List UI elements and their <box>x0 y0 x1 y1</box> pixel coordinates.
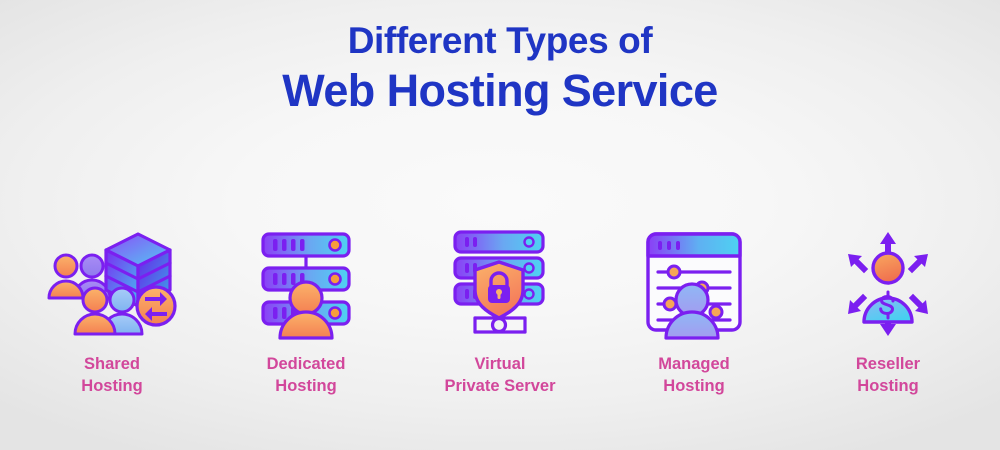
virtual-private-server-icon <box>453 230 545 334</box>
managed-hosting-icon-wrap <box>634 222 754 340</box>
status-led-icon <box>328 238 342 320</box>
shared-hosting-icon <box>47 232 177 336</box>
window-dots-icon <box>658 241 680 250</box>
dedicated-hosting-icon-wrap <box>246 222 366 340</box>
reseller-hosting-icon <box>848 232 928 336</box>
list-item-dedicated-hosting[interactable]: Dedicated Hosting <box>216 222 396 398</box>
shared-hosting-icon-wrap <box>47 222 177 340</box>
title-line-2: Web Hosting Service <box>282 65 718 116</box>
shield-lock-icon <box>473 260 525 320</box>
dedicated-hosting-icon <box>261 232 351 340</box>
dollar-sign-icon <box>879 290 895 320</box>
list-item-label: Dedicated Hosting <box>266 355 346 395</box>
list-item-label: Virtual Private Server <box>444 355 556 395</box>
sync-badge-icon <box>135 285 177 327</box>
list-item-label: Managed Hosting <box>658 355 730 395</box>
page-title: Different Types of Web Hosting Service <box>0 22 1000 113</box>
list-item-virtual-private-server[interactable]: Virtual Private Server <box>410 222 590 398</box>
list-item-label: Shared Hosting <box>81 355 143 395</box>
reseller-hosting-icon-wrap <box>828 222 948 340</box>
list-item-managed-hosting[interactable]: Managed Hosting <box>604 222 784 398</box>
network-node-icon <box>490 316 508 334</box>
list-item-reseller-hosting[interactable]: Reseller Hosting <box>798 222 978 398</box>
title-line-1: Different Types of <box>347 20 653 61</box>
hosting-types-list: Shared Hosting <box>0 222 1000 398</box>
list-item-shared-hosting[interactable]: Shared Hosting <box>22 222 202 398</box>
virtual-private-server-icon-wrap <box>440 222 560 340</box>
list-item-label: Reseller Hosting <box>855 355 921 395</box>
managed-hosting-icon <box>646 232 742 340</box>
expansion-arrows-icon <box>848 232 928 336</box>
